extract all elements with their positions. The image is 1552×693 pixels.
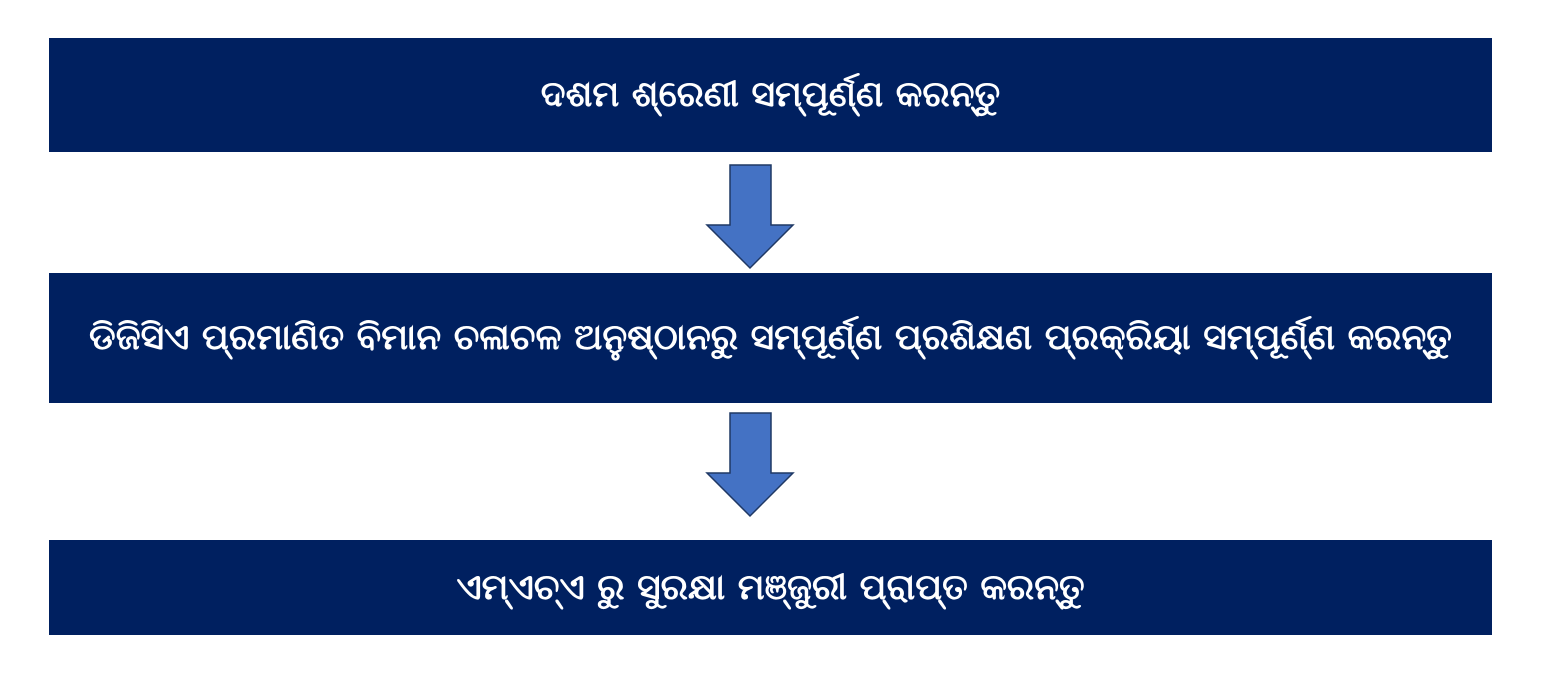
step-1-box: ଦଶମ ଶ୍ରେଣୀ ସମ୍ପୂର୍ଣ୍ଣ କରନ୍ତୁ bbox=[49, 38, 1492, 152]
step-2-label: ଡିଜିସିଏ ପ୍ରମାଣିତ ବିମାନ ଚଳାଚଳ ଅନୁଷ୍ଠାନରୁ … bbox=[89, 317, 1452, 358]
step-1-label: ଦଶମ ଶ୍ରେଣୀ ସମ୍ପୂର୍ଣ୍ଣ କରନ୍ତୁ bbox=[540, 74, 1001, 115]
down-arrow-icon bbox=[705, 164, 795, 270]
step-2-box: ଡିଜିସିଏ ପ୍ରମାଣିତ ବିମାନ ଚଳାଚଳ ଅନୁଷ୍ଠାନରୁ … bbox=[49, 273, 1492, 403]
down-arrow-icon bbox=[705, 412, 795, 518]
step-3-box: ଏମ୍ଏଚ୍ଏ ରୁ ସୁରକ୍ଷା ମଞ୍ଜୁରୀ ପ୍ରାପ୍ତ କରନ୍ତ… bbox=[49, 540, 1492, 635]
step-3-label: ଏମ୍ଏଚ୍ଏ ରୁ ସୁରକ୍ଷା ମଞ୍ଜୁରୀ ପ୍ରାପ୍ତ କରନ୍ତ… bbox=[456, 566, 1085, 608]
